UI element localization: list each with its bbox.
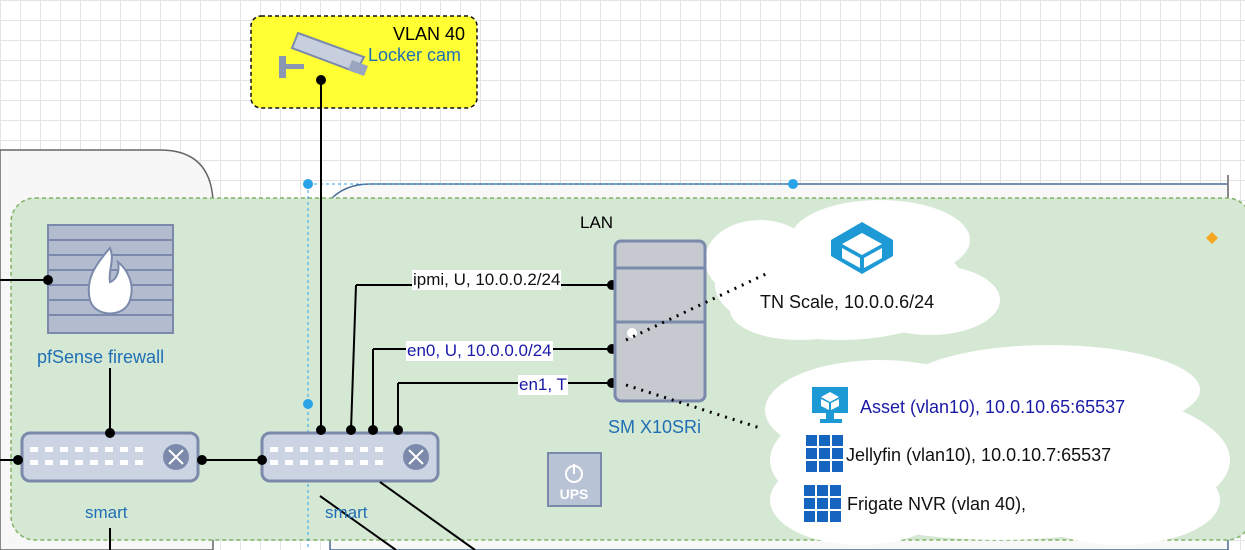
vm-monitor-icon	[812, 387, 848, 423]
lan-title: LAN	[580, 213, 614, 232]
truenas-label: TN Scale, 10.0.0.6/24	[760, 292, 935, 312]
locker-cam-label: Locker cam	[368, 45, 462, 65]
server-icon	[613, 239, 707, 403]
jellyfin-app-label: Jellyfin (vlan10), 10.0.10.7:65537	[846, 445, 1112, 465]
switch-2-label: smart	[325, 503, 368, 522]
ipmi-link-label: ipmi, U, 10.0.0.2/24	[412, 270, 562, 290]
switch-1-icon	[20, 431, 200, 483]
firewall-label: pfSense firewall	[37, 347, 165, 367]
vlan40-title: VLAN 40	[393, 24, 466, 44]
asset-app-label: Asset (vlan10), 10.0.10.65:65537	[860, 397, 1126, 417]
truenas-cloud	[705, 200, 1000, 340]
frigate-container-icon	[804, 485, 841, 522]
en1-link-label: en1, T	[518, 375, 568, 395]
server-label: SM X10SRi	[608, 417, 702, 437]
frigate-app-label: Frigate NVR (vlan 40),	[847, 494, 1027, 514]
switch-1-label: smart	[85, 503, 128, 522]
firewall-icon	[47, 224, 174, 334]
ups-icon: UPS	[547, 452, 602, 507]
en0-link-label: en0, U, 10.0.0.0/24	[406, 341, 553, 361]
ups-text: UPS	[560, 486, 589, 502]
jellyfin-container-icon	[806, 435, 843, 472]
truenas-icon	[831, 222, 893, 274]
security-camera-icon	[279, 31, 368, 78]
switch-2-icon	[260, 431, 440, 483]
